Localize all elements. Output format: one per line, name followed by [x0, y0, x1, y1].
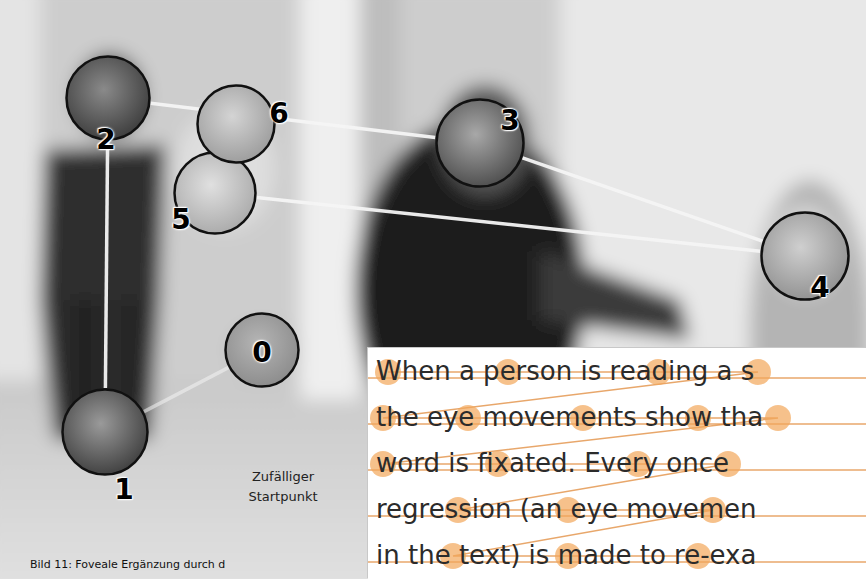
circle-outline: [61, 388, 149, 476]
reading-text: regression (an eye movemen: [376, 494, 757, 524]
fixation-dots: [370, 359, 791, 569]
fovea-circle: [198, 86, 275, 163]
reading-line: word is fixated. Every once: [368, 440, 866, 486]
circle-outline: [760, 211, 850, 301]
fixation-number: 5: [171, 206, 190, 234]
reading-line: the eye movements show tha: [368, 394, 866, 440]
reading-text: When a person is reading a s: [376, 356, 754, 386]
fovea-circle: [226, 314, 299, 387]
reading-line: When a person is reading a s: [368, 348, 866, 394]
circle-outline: [196, 84, 276, 164]
fixation-number: 0: [252, 339, 271, 367]
scanpath-line: [257, 197, 760, 251]
start-note: Zufälliger Startpunkt: [228, 466, 338, 505]
scanpath-line: [151, 103, 436, 137]
fixation-number: 3: [500, 107, 519, 135]
fixation-circle: 6: [196, 84, 276, 164]
figure-caption: Bild 11: Foveale Ergänzung durch d: [30, 558, 225, 571]
saccade-lines: [368, 372, 866, 562]
start-label: Zufälliger Startpunkt: [248, 469, 317, 504]
fovea-circle: [437, 100, 524, 187]
fixation-number: 1: [114, 476, 133, 504]
fixation-number: 4: [810, 274, 829, 302]
scanpath-line: [105, 141, 107, 388]
fovea-circle: [63, 390, 148, 475]
fixation-number: 6: [269, 100, 288, 128]
fixation-circle: 5: [173, 151, 257, 235]
fixation-circle: 1: [61, 388, 149, 476]
fixation-circle: 2: [65, 55, 151, 141]
fixation-circle: 4: [760, 211, 850, 301]
reading-line: in the text) is made to re-exa: [368, 532, 866, 578]
fixation-number: 2: [96, 126, 115, 154]
reading-line: regression (an eye movemen: [368, 486, 866, 532]
caption-box: Bild 11: Foveale Ergänzung durch d: [30, 553, 366, 572]
reading-text: the eye movements show tha: [376, 402, 763, 432]
reading-text: word is fixated. Every once: [376, 448, 729, 478]
fovea-circle: [762, 213, 849, 300]
reading-panel: When a person is reading a s the eye move…: [368, 348, 866, 579]
fixation-circle: 3: [435, 98, 525, 188]
reading-text: in the text) is made to re-exa: [376, 540, 756, 570]
fixation-circle: 0: [224, 312, 300, 388]
scanpath-line: [144, 368, 228, 412]
